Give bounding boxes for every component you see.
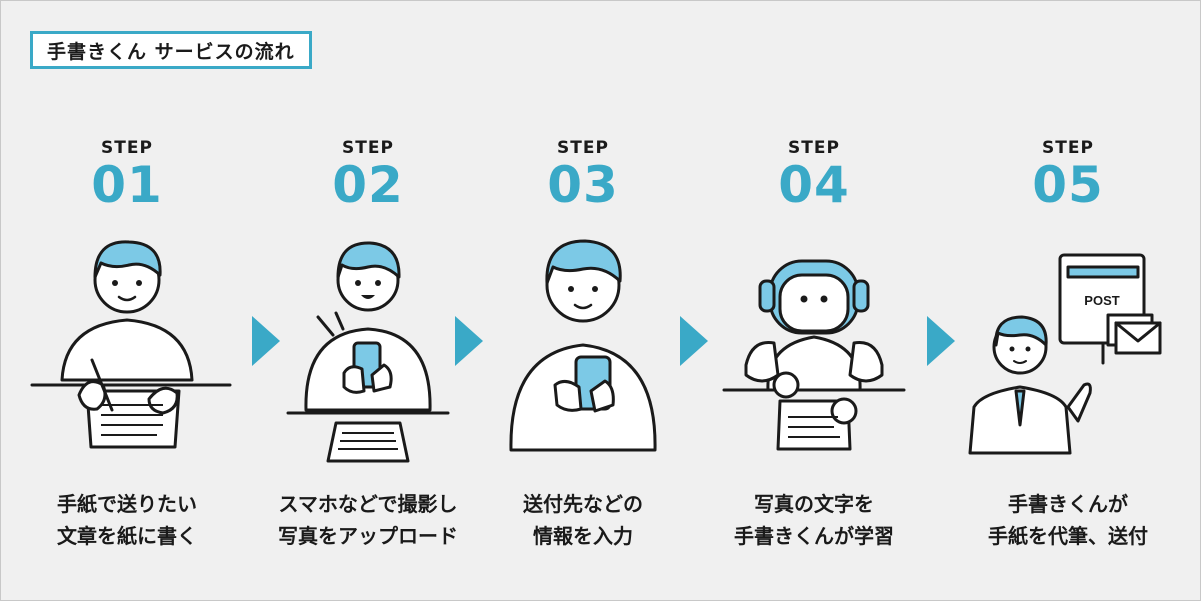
step-number: 03 — [547, 156, 619, 214]
step-1: STEP 01 手紙で送りたい 文章を紙に書く — [17, 0, 237, 601]
step-caption: 送付先などの 情報を入力 — [473, 488, 693, 552]
step-arrow-icon — [252, 316, 280, 366]
caption-line: 文章を紙に書く — [57, 524, 197, 548]
step-5: STEP 05 POST 手書きくんが 手紙を代筆、送付 — [958, 0, 1178, 601]
person-entering-info-illustration — [509, 239, 657, 452]
step-2: STEP 02 スマホなどで撮影し 写真をアップロード — [258, 0, 478, 601]
step-3: STEP 03 送付先などの 情報を入力 — [473, 0, 693, 601]
step-label: STEP — [342, 138, 394, 158]
step-label: STEP — [101, 138, 153, 158]
caption-line: スマホなどで撮影し — [278, 492, 458, 516]
caption-line: 送付先などの — [523, 492, 643, 516]
step-caption: 手紙で送りたい 文章を紙に書く — [17, 488, 237, 552]
person-mailing-letter-illustration: POST — [968, 253, 1162, 455]
robot-learning-illustration — [722, 259, 906, 451]
diagram-title: 手書きくん サービスの流れ — [30, 31, 312, 69]
caption-line: 情報を入力 — [533, 524, 633, 548]
step-arrow-icon — [680, 316, 708, 366]
caption-line: 手紙を代筆、送付 — [988, 524, 1148, 548]
step-caption: 写真の文字を 手書きくんが学習 — [704, 488, 924, 552]
caption-line: 写真をアップロード — [278, 524, 458, 548]
step-4: STEP 04 写真の文字を 手書きくんが学習 — [704, 0, 924, 601]
caption-line: 手書きくんが学習 — [734, 524, 894, 548]
person-writing-illustration — [30, 240, 232, 449]
step-caption: 手書きくんが 手紙を代筆、送付 — [958, 488, 1178, 552]
step-number: 05 — [1032, 156, 1104, 214]
step-label: STEP — [788, 138, 840, 158]
step-caption: スマホなどで撮影し 写真をアップロード — [258, 488, 478, 552]
post-label: POST — [1084, 293, 1119, 308]
step-arrow-icon — [455, 316, 483, 366]
step-label: STEP — [1042, 138, 1094, 158]
caption-line: 手書きくんが — [1008, 492, 1128, 516]
step-arrow-icon — [927, 316, 955, 366]
step-number: 01 — [91, 156, 163, 214]
caption-line: 手紙で送りたい — [57, 492, 197, 516]
step-number: 04 — [778, 156, 850, 214]
person-smartphone-photo-illustration — [286, 241, 450, 463]
step-label: STEP — [557, 138, 609, 158]
caption-line: 写真の文字を — [754, 492, 874, 516]
step-number: 02 — [332, 156, 404, 214]
